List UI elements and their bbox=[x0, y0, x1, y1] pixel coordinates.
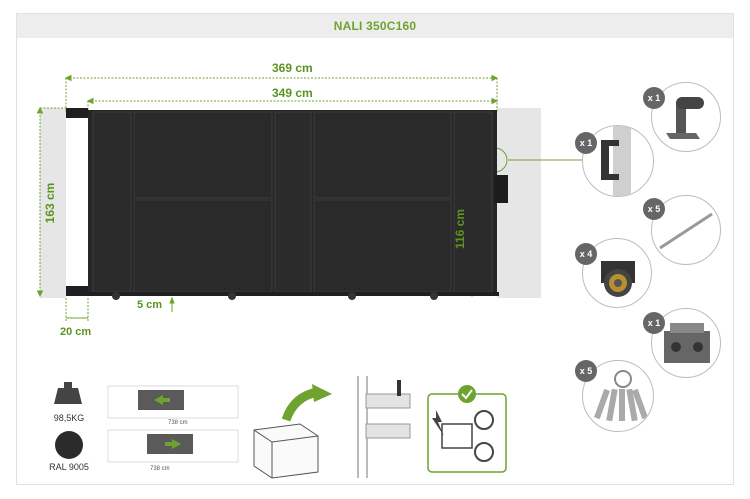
opening-width-bottom: 738 cm bbox=[150, 466, 170, 472]
qty-guide-post: x 1 bbox=[643, 87, 665, 109]
gate-body bbox=[66, 108, 508, 300]
qty-handle-lock: x 1 bbox=[575, 132, 597, 154]
qty-keys: x 5 bbox=[575, 360, 597, 382]
post-offset-label: 20 cm bbox=[60, 326, 92, 338]
ground-clearance-label: 5 cm bbox=[137, 299, 163, 311]
product-title: NALI 350C160 bbox=[333, 19, 417, 33]
height-label: 163 cm bbox=[43, 182, 57, 224]
total-width-label: 369 cm bbox=[272, 61, 313, 75]
ral-color-label: RAL 9005 bbox=[49, 462, 89, 472]
qty-carriage-block: x 1 bbox=[643, 312, 665, 334]
qty-rail-rod: x 5 bbox=[643, 198, 665, 220]
weight-label: 98,5KG bbox=[53, 413, 85, 423]
title-bar: NALI 350C160 bbox=[17, 14, 733, 38]
opening-width-top: 738 cm bbox=[168, 420, 188, 426]
left-wall bbox=[40, 108, 66, 298]
gate-width-label: 349 cm bbox=[272, 86, 313, 100]
handle-height-label: 116 cm bbox=[453, 208, 467, 250]
qty-roller-wheel: x 4 bbox=[575, 243, 597, 265]
carriage-block-icon bbox=[651, 308, 721, 378]
